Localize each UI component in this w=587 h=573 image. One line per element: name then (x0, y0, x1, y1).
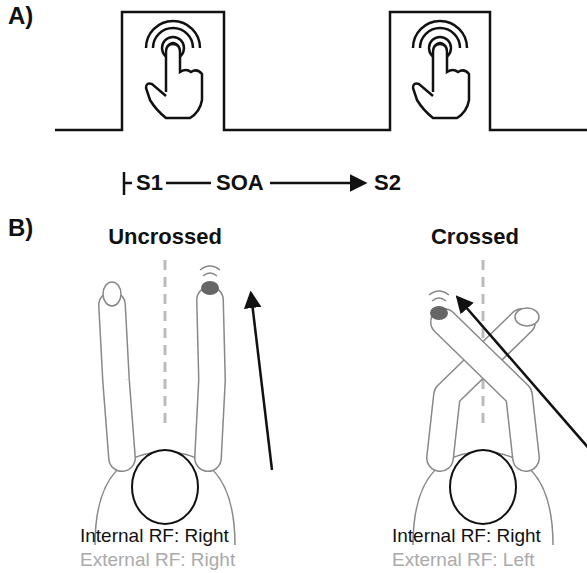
touch-icon (413, 21, 469, 118)
touch-icon (146, 21, 202, 118)
frame-label: Internal RF: Right (80, 525, 229, 547)
midline (164, 260, 167, 430)
frame-label: Internal RF: Right (392, 525, 541, 547)
body-figure (413, 291, 553, 545)
condition-title: Crossed (431, 224, 519, 249)
condition-title: Uncrossed (108, 224, 222, 249)
stimulus-label: S1 (136, 170, 163, 195)
direction-arrow (251, 294, 272, 470)
stimulus-label: S2 (374, 170, 401, 195)
frame-label: External RF: Right (80, 549, 235, 571)
stimulus-wave (55, 12, 587, 130)
interval-label: SOA (216, 170, 264, 195)
frame-label: External RF: Left (392, 549, 535, 571)
direction-arrow (458, 298, 587, 452)
panel-letter: B) (8, 214, 33, 242)
panel-letter: A) (8, 2, 33, 30)
body-figure (95, 266, 235, 545)
